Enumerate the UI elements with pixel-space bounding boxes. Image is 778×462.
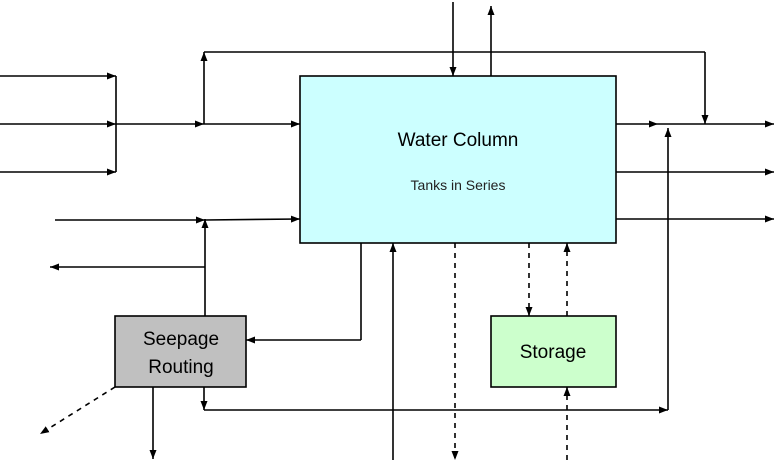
storage-label: Storage xyxy=(520,342,587,363)
side-inflow-to-water-column-arrow xyxy=(204,215,301,223)
water-column-title: Water Column xyxy=(398,130,519,151)
water-column-box xyxy=(299,75,617,244)
seepage-routing-label-line1: Seepage xyxy=(143,329,219,350)
seepage-routing-label-line2: Routing xyxy=(148,357,214,378)
water-column-subtitle: Tanks in Series xyxy=(411,177,506,193)
storage-box xyxy=(490,315,617,388)
seepage-routing-box xyxy=(114,315,247,388)
seepage-dashed-outflow-arrow xyxy=(39,386,116,435)
